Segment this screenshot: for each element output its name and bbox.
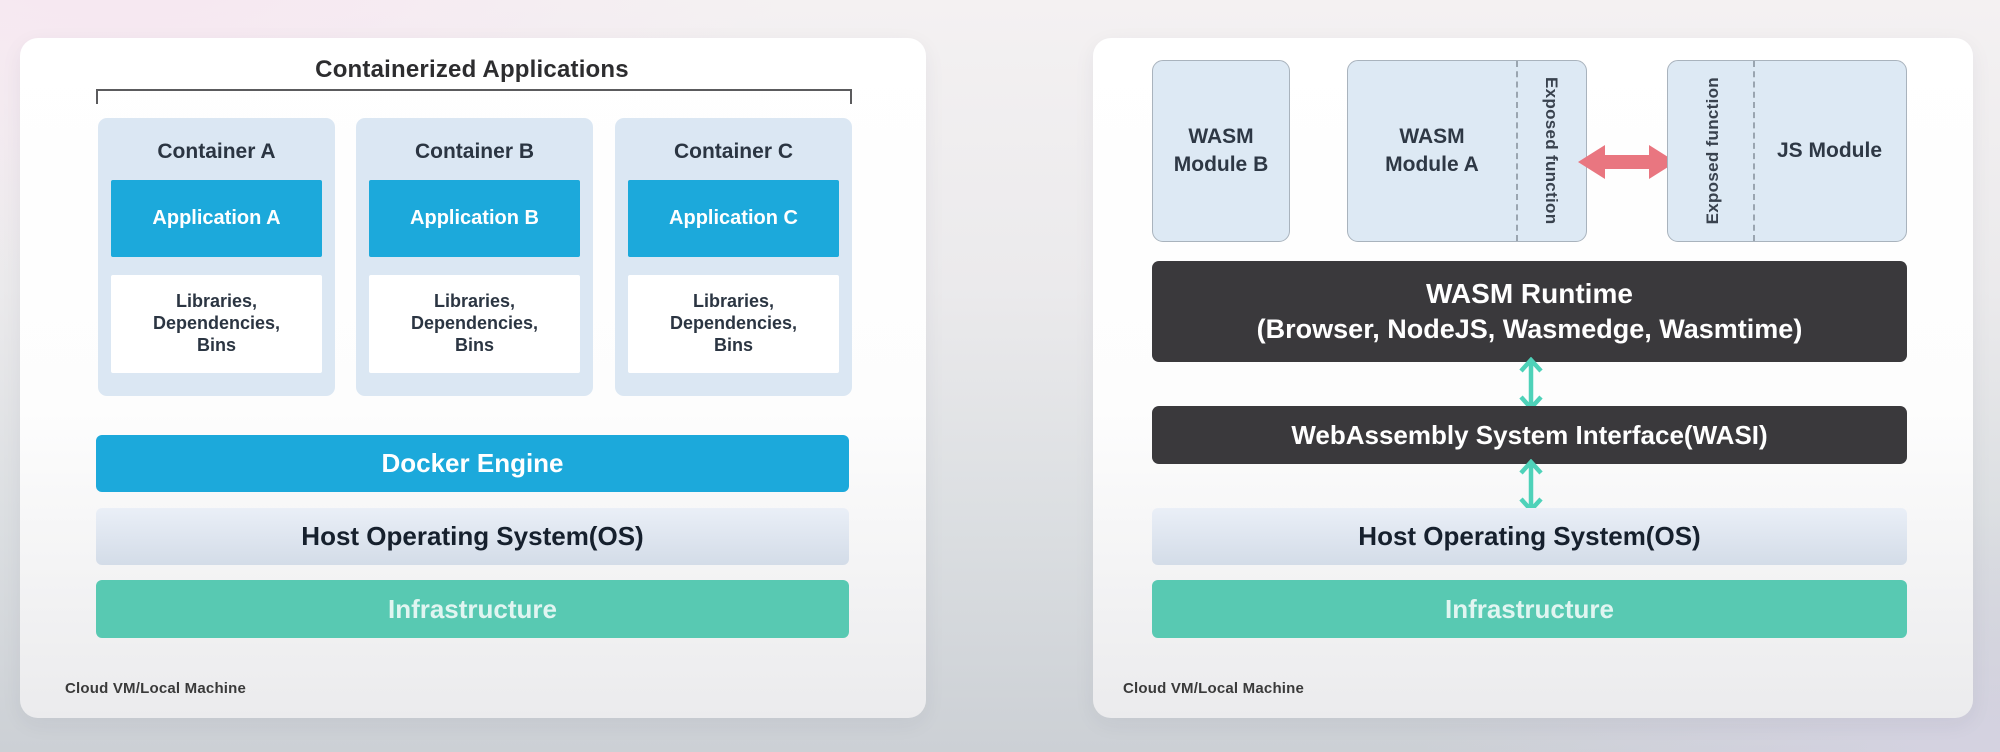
libraries-a-box: Libraries, Dependencies, Bins bbox=[111, 275, 322, 373]
cloud-vm-label-right: Cloud VM/Local Machine bbox=[1123, 680, 1305, 697]
bracket-line bbox=[96, 89, 852, 104]
container-c-label: Container C bbox=[673, 140, 793, 163]
libs-line: Dependencies, bbox=[410, 313, 539, 334]
module-b-line2: Module B bbox=[1173, 153, 1269, 176]
infrastructure-label-right: Infrastructure bbox=[1444, 593, 1615, 624]
docker-panel: Containerized Applications Container A A… bbox=[20, 38, 926, 718]
container-b-label: Container B bbox=[414, 140, 534, 163]
infrastructure-bar-right: Infrastructure bbox=[1152, 580, 1907, 638]
wasm-runtime-subtitle: (Browser, NodeJS, Wasmedge, Wasmtime) bbox=[1256, 313, 1803, 344]
libraries-c-box: Libraries, Dependencies, Bins bbox=[628, 275, 839, 373]
wasi-box: WebAssembly System Interface(WASI) bbox=[1152, 406, 1907, 464]
wasm-runtime-box: WASM Runtime (Browser, NodeJS, Wasmedge,… bbox=[1152, 261, 1907, 362]
wasm-panel: WASM Module B WASM Module A Exposed func… bbox=[1093, 38, 1973, 718]
infrastructure-bar-left: Infrastructure bbox=[96, 580, 849, 638]
host-os-bar-right: Host Operating System(OS) bbox=[1152, 508, 1907, 565]
libs-line: Bins bbox=[713, 334, 753, 355]
wasm-runtime-title: WASM Runtime bbox=[1426, 278, 1633, 310]
containerized-apps-title: Containerized Applications bbox=[315, 56, 629, 83]
libs-line: Libraries, bbox=[433, 291, 516, 312]
module-a-line1: WASM bbox=[1399, 124, 1465, 148]
wasm-module-a-box: WASM Module A Exposed function bbox=[1347, 60, 1587, 242]
host-os-bar-left: Host Operating System(OS) bbox=[96, 508, 849, 565]
container-b-box: Container B Application B Libraries, Dep… bbox=[356, 118, 593, 396]
module-a-dashed-divider bbox=[1516, 61, 1518, 241]
container-a-label: Container A bbox=[157, 140, 276, 163]
container-c-box: Container C Application C Libraries, Dep… bbox=[615, 118, 852, 396]
vertical-double-arrow-icon bbox=[1519, 459, 1543, 513]
application-a-box: Application A bbox=[111, 180, 322, 257]
bidirectional-red-arrow-icon bbox=[1578, 145, 1676, 179]
exposed-function-text: Exposed function bbox=[1542, 77, 1561, 225]
vertical-double-arrow-icon bbox=[1519, 357, 1543, 411]
js-module-label: JS Module bbox=[1753, 61, 1906, 241]
libs-line: Libraries, bbox=[692, 291, 775, 312]
host-os-label-right: Host Operating System(OS) bbox=[1358, 521, 1701, 551]
docker-engine-label: Docker Engine bbox=[381, 448, 564, 478]
libs-line: Dependencies, bbox=[152, 313, 281, 334]
wasm-module-a-label: WASM Module A bbox=[1348, 61, 1516, 241]
js-module-text: JS Module bbox=[1776, 138, 1882, 162]
libraries-b-box: Libraries, Dependencies, Bins bbox=[369, 275, 580, 373]
application-c-box: Application C bbox=[628, 180, 839, 257]
module-b-line1: WASM bbox=[1188, 124, 1254, 148]
wasm-module-b-box: WASM Module B bbox=[1152, 60, 1290, 242]
js-module-box: Exposed function JS Module bbox=[1667, 60, 1907, 242]
host-os-label-left: Host Operating System(OS) bbox=[301, 521, 644, 551]
application-b-box: Application B bbox=[369, 180, 580, 257]
exposed-function-text: Exposed function bbox=[1703, 77, 1722, 225]
libs-line: Libraries, bbox=[175, 291, 258, 312]
application-b-label: Application B bbox=[410, 207, 539, 229]
libs-line: Bins bbox=[196, 334, 236, 355]
libs-line: Bins bbox=[454, 334, 494, 355]
application-a-label: Application A bbox=[152, 207, 281, 229]
module-a-exposed-function: Exposed function bbox=[1518, 61, 1584, 241]
module-a-line2: Module A bbox=[1385, 153, 1479, 176]
js-module-exposed-function: Exposed function bbox=[1680, 61, 1746, 241]
js-module-dashed-divider bbox=[1753, 61, 1755, 241]
container-a-box: Container A Application A Libraries, Dep… bbox=[98, 118, 335, 396]
libs-line: Dependencies, bbox=[669, 313, 798, 334]
wasi-label: WebAssembly System Interface(WASI) bbox=[1291, 419, 1768, 450]
cloud-vm-label-left: Cloud VM/Local Machine bbox=[65, 680, 247, 697]
application-c-label: Application C bbox=[669, 207, 798, 229]
wasm-module-b-label: WASM Module B bbox=[1153, 61, 1289, 241]
docker-engine-bar: Docker Engine bbox=[96, 435, 849, 492]
infrastructure-label-left: Infrastructure bbox=[387, 593, 558, 624]
